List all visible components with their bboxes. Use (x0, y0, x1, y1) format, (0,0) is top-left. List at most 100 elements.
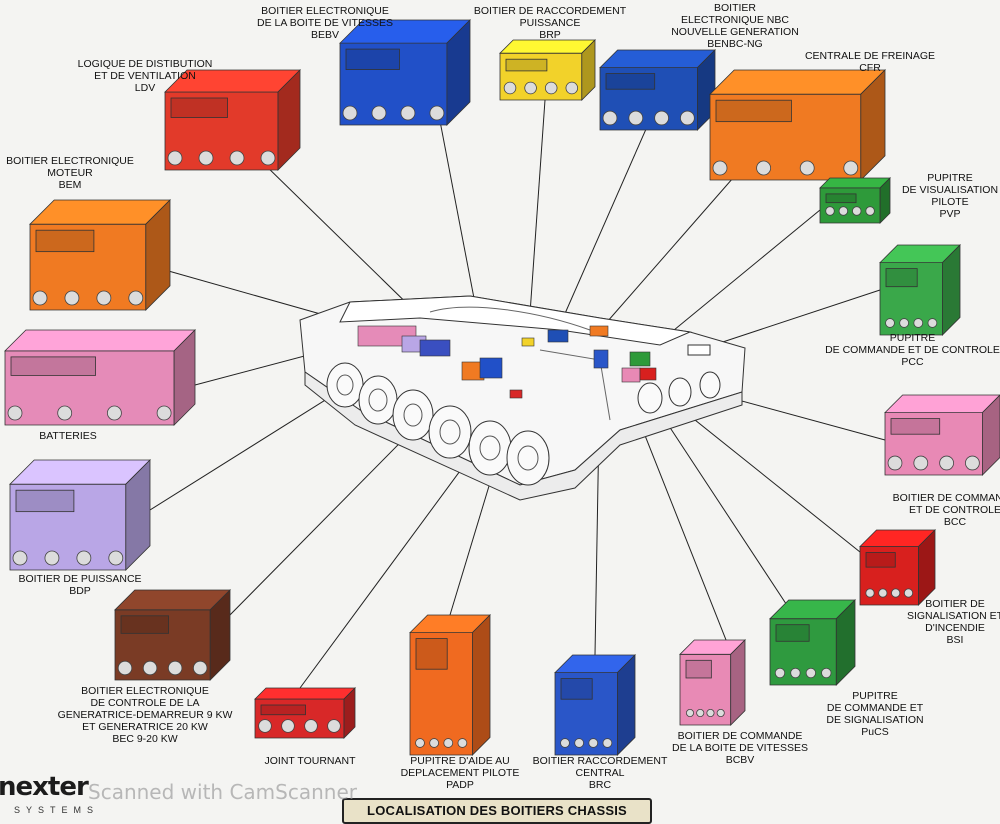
label-line: DE VISUALISATION (901, 184, 999, 196)
label-line: BEM (58, 179, 82, 191)
label-line: NOUVELLE GENERATION (671, 26, 799, 38)
label-line: PADP (446, 779, 474, 791)
label-line: PILOTE (931, 196, 969, 208)
illustration-bdp (9, 459, 151, 571)
label-line: LOGIQUE DE DISTIBUTION (77, 58, 213, 70)
label-line: DE CONTROLE DE LA (90, 697, 200, 709)
illustration-brc (554, 654, 636, 756)
label-line: PUPITRE (852, 690, 898, 702)
illustration-bsi (859, 529, 936, 606)
label-line: D'INCENDIE (925, 622, 985, 634)
label-line: PUPITRE D'AIDE AU (410, 755, 510, 767)
label-batteries: BATTERIES (28, 430, 108, 442)
illustration-bem (29, 199, 171, 311)
label-line: JOINT TOURNANT (264, 755, 356, 767)
illustration-pvp (819, 177, 891, 224)
illustration-bec (114, 589, 231, 681)
label-line: BOITIER (713, 2, 756, 14)
label-line: BOITIER ELECTRONIQUE (261, 5, 389, 17)
tank-internal-boxes (357, 325, 657, 399)
label-line: MOTEUR (47, 167, 93, 179)
illustration-brp (499, 39, 596, 101)
illustration-joint (254, 687, 356, 739)
label-line: BOITIER DE (925, 598, 985, 610)
label-line: ELECTRONIQUE NBC (681, 14, 789, 26)
label-line: PCC (901, 356, 924, 368)
component-illustrations (4, 19, 1000, 756)
label-line: CENTRAL (575, 767, 625, 779)
label-line: DE LA BOITE DE VITESSES (672, 742, 808, 754)
illustration-ldv (164, 69, 301, 171)
label-line: BEC 9-20 KW (112, 733, 178, 745)
label-line: BRP (539, 29, 561, 41)
label-line: BCC (943, 516, 967, 528)
label-line: CFR (859, 62, 881, 74)
label-line: LDV (134, 82, 156, 94)
brand-logo: nexter SYSTEMS (0, 772, 130, 823)
label-line: BOITIER ELECTRONIQUE (6, 155, 134, 167)
label-line: DE COMMANDE ET DE CONTROLE (825, 344, 1000, 356)
illustration-benbc (599, 49, 716, 131)
label-line: PUPITRE (927, 172, 973, 184)
label-line: ET GENERATRICE 20 KW (82, 721, 208, 733)
label-line: BOITIER DE COMMANDE (892, 492, 1000, 504)
diagram-title: LOCALISATION DES BOITIERS CHASSIS (342, 798, 652, 824)
label-line: BDP (69, 585, 91, 597)
label-line: BOITIER ELECTRONIQUE (81, 685, 209, 697)
label-joint: JOINT TOURNANT (250, 755, 370, 767)
illustration-pcc (879, 244, 961, 336)
label-line: BSI (946, 634, 964, 646)
illustration-bcc (884, 394, 1000, 476)
label-line: BEBV (310, 29, 339, 41)
label-line: PuCS (861, 726, 889, 738)
label-line: DE COMMANDE ET (826, 702, 924, 714)
label-line: GENERATRICE-DEMARREUR 9 KW (57, 709, 233, 721)
label-line: DE LA BOITE DE VITESSES (257, 17, 393, 29)
label-line: ET DE CONTROLE (909, 504, 1000, 516)
illustration-bcbv (679, 639, 746, 726)
label-line: BENBC-NG (707, 38, 763, 50)
logo-brand: nexter (0, 772, 89, 802)
label-line: CENTRALE DE FREINAGE (804, 50, 936, 62)
label-line: DEPLACEMENT PILOTE (400, 767, 520, 779)
label-line: DE SIGNALISATION (826, 714, 924, 726)
illustration-pucs (769, 599, 856, 686)
label-line: BOITIER DE PUISSANCE (18, 573, 142, 585)
label-line: SIGNALISATION ET (906, 610, 1000, 622)
label-line: BOITIER RACCORDEMENT (532, 755, 668, 767)
illustration-cfr (709, 69, 886, 181)
leader-benbc (555, 119, 651, 335)
leader-cfr (599, 169, 741, 331)
label-line: PUISSANCE (519, 17, 581, 29)
label-line: BOITIER DE RACCORDEMENT (473, 5, 627, 17)
label-line: BATTERIES (39, 430, 97, 442)
illustration-padp (409, 614, 491, 756)
label-line: PVP (939, 208, 961, 220)
scanner-watermark: Scanned with CamScanner (88, 780, 357, 804)
label-line: BOITIER DE COMMANDE (677, 730, 803, 742)
label-line: ET DE VENTILATION (94, 70, 196, 82)
logo-sub: SYSTEMS (14, 805, 100, 815)
label-line: PUPITRE (889, 332, 936, 344)
leader-brp (527, 99, 546, 343)
illustration-batteries (4, 329, 196, 426)
label-line: BRC (588, 779, 612, 791)
label-line: BCBV (725, 754, 755, 766)
